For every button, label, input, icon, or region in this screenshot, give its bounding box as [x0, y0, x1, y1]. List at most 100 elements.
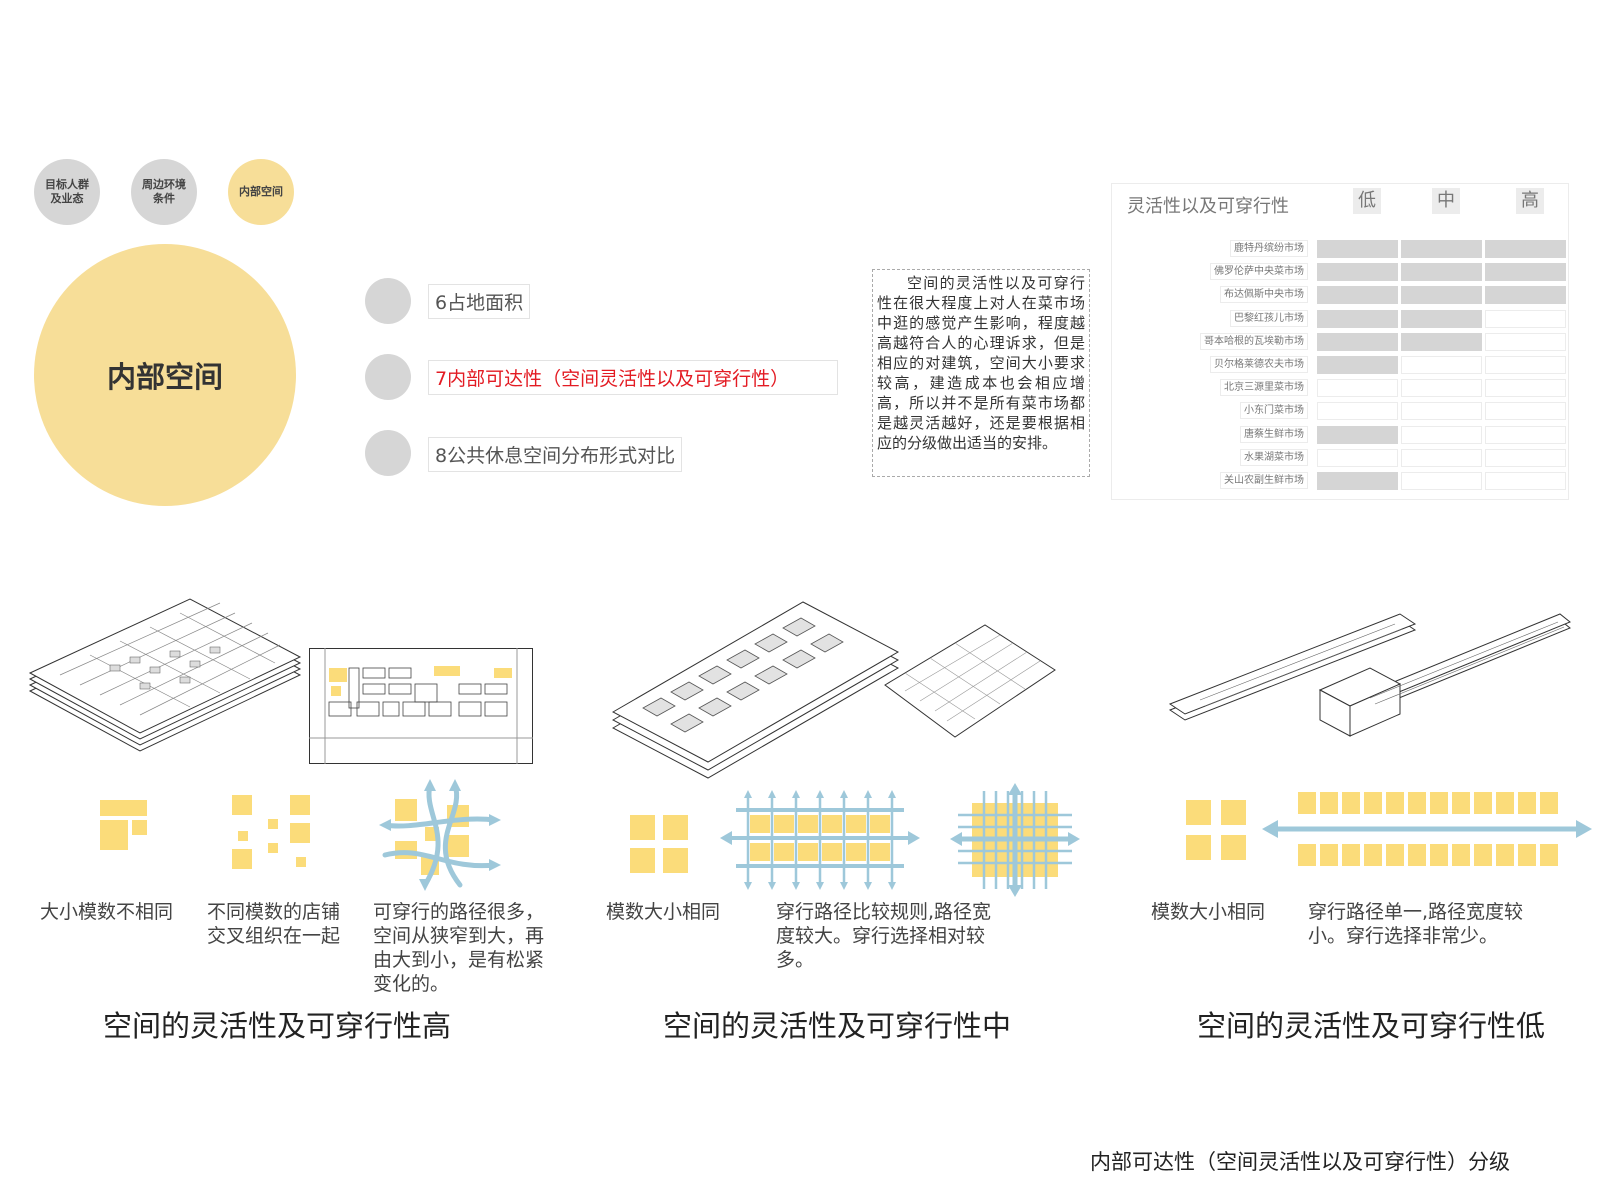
main-title-circle: 内部空间: [34, 244, 296, 506]
rating-table: 灵活性以及可穿行性 低 中 高 鹿特丹缤纷市场佛罗伦萨中央菜市场布达佩斯中央市场…: [1111, 183, 1569, 500]
isometric-plan-mid: [884, 624, 1056, 738]
item-public-rest-space[interactable]: 8公共休息空间分布形式对比: [428, 437, 683, 472]
isometric-building-mid: [611, 601, 900, 779]
market-name: 北京三源里菜市场: [1220, 379, 1308, 397]
market-name: 布达佩斯中央市场: [1220, 286, 1308, 304]
linear-path-low: [1262, 792, 1592, 866]
nav-target-group-label: 目标人群及业态: [45, 178, 89, 205]
item-bullet-8: [365, 430, 411, 476]
rating-cell: [1485, 448, 1566, 467]
rating-cell: [1485, 425, 1566, 444]
market-name: 哥本哈根的瓦埃勒市场: [1200, 332, 1308, 350]
nav-interior-space-label: 内部空间: [239, 185, 283, 198]
rating-table-header: 灵活性以及可穿行性: [1127, 196, 1289, 217]
nav-surroundings-label: 周边环境条件: [142, 178, 186, 205]
rating-level-high: 高: [1516, 188, 1544, 214]
market-name: 水果湖菜市场: [1240, 448, 1308, 466]
section-title-high: 空间的灵活性及可穿行性高: [103, 1009, 452, 1043]
market-row: 关山农副生鲜市场: [1112, 472, 1568, 492]
market-name: 小东门菜市场: [1240, 402, 1308, 420]
module-diagram-varied-size: [100, 800, 147, 850]
isometric-building-high: [28, 598, 302, 752]
caption-low-2: 穿行路径单一,路径宽度较小。穿行选择非常少。: [1308, 901, 1524, 947]
description-box: 空间的灵活性以及可穿行性在很大程度上对人在菜市场中逛的感觉产生影响，程度越高越符…: [872, 269, 1090, 477]
item-bullet-7: [365, 354, 411, 400]
market-row: 巴黎红孩儿市场: [1112, 309, 1568, 330]
rating-cell: [1485, 402, 1566, 421]
rating-cell: [1317, 263, 1398, 282]
item-internal-accessibility[interactable]: 7内部可达性（空间灵活性以及可穿行性）: [428, 360, 838, 395]
market-name: 鹿特丹缤纷市场: [1230, 240, 1308, 257]
floor-plan-high: [309, 648, 533, 764]
rating-cell: [1401, 332, 1482, 351]
module-diagram-uniform-low: [1186, 800, 1246, 860]
grid-paths-mid: [720, 790, 920, 890]
item-land-area[interactable]: 6占地面积: [428, 284, 531, 319]
market-row: 唐蔡生鲜市场: [1112, 425, 1568, 446]
caption-high-2: 不同模数的店铺交叉组织在一起: [207, 901, 341, 947]
rating-cell: [1317, 332, 1398, 351]
market-name: 唐蔡生鲜市场: [1240, 425, 1308, 443]
market-row: 贝尔格莱德农夫市场: [1112, 356, 1568, 376]
rating-level-low: 低: [1353, 188, 1381, 214]
rating-cell: [1317, 240, 1398, 258]
rating-cell: [1485, 379, 1566, 398]
market-row: 北京三源里菜市场: [1112, 379, 1568, 399]
market-row: 布达佩斯中央市场: [1112, 286, 1568, 306]
market-row: 佛罗伦萨中央菜市场: [1112, 263, 1568, 283]
rating-cell: [1317, 309, 1398, 328]
market-row: 鹿特丹缤纷市场: [1112, 240, 1568, 260]
rating-cell: [1317, 379, 1398, 398]
section-title-low: 空间的灵活性及可穿行性低: [1197, 1009, 1546, 1043]
market-name: 巴黎红孩儿市场: [1230, 309, 1308, 327]
rating-cell: [1401, 240, 1482, 258]
market-row: 哥本哈根的瓦埃勒市场: [1112, 332, 1568, 353]
rating-cell: [1317, 425, 1398, 444]
caption-high-3: 可穿行的路径很多，空间从狭窄到大，再由大到小，是有松紧变化的。: [373, 901, 545, 995]
rating-level-mid: 中: [1432, 188, 1460, 214]
item-bullet-6: [365, 278, 411, 324]
rating-cell: [1317, 356, 1398, 374]
rating-cell: [1401, 402, 1482, 421]
rating-cell: [1401, 286, 1482, 305]
rating-cell: [1317, 448, 1398, 467]
caption-mid-2: 穿行路径比较规则,路径宽度较大。穿行选择相对较多。: [776, 901, 992, 971]
nav-target-group[interactable]: 目标人群及业态: [34, 159, 100, 225]
rating-cell: [1401, 379, 1482, 398]
rating-cell: [1317, 286, 1398, 305]
rating-cell: [1485, 263, 1566, 282]
market-name: 佛罗伦萨中央菜市场: [1210, 263, 1308, 281]
caption-mid-1: 模数大小相同: [606, 901, 721, 923]
rating-cell: [1317, 402, 1398, 421]
market-row: 水果湖菜市场: [1112, 448, 1568, 469]
nav-surroundings[interactable]: 周边环境条件: [131, 159, 197, 225]
module-diagram-paths: [379, 779, 501, 891]
caption-high-1: 大小模数不相同: [40, 901, 174, 923]
rating-cell: [1401, 472, 1482, 490]
market-row: 小东门菜市场: [1112, 402, 1568, 422]
rating-cell: [1485, 240, 1566, 258]
rating-cell: [1401, 448, 1482, 467]
rating-cell: [1485, 356, 1566, 374]
module-diagram-uniform-mid: [630, 815, 688, 873]
caption-low-1: 模数大小相同: [1151, 901, 1266, 923]
rating-cell: [1485, 472, 1566, 490]
nav-interior-space[interactable]: 内部空间: [228, 159, 294, 225]
rating-cell: [1401, 263, 1482, 282]
market-name: 贝尔格莱德农夫市场: [1210, 356, 1308, 373]
rating-cell: [1485, 309, 1566, 328]
description-text: 空间的灵活性以及可穿行性在很大程度上对人在菜市场中逛的感觉产生影响，程度越高越符…: [877, 274, 1085, 452]
main-title: 内部空间: [106, 360, 223, 394]
rating-cell: [1485, 332, 1566, 351]
footer-title: 内部可达性（空间灵活性以及可穿行性）分级: [1090, 1150, 1510, 1174]
rating-cell: [1485, 286, 1566, 305]
rating-cell: [1317, 472, 1398, 490]
rating-cell: [1401, 356, 1482, 374]
section-title-mid: 空间的灵活性及可穿行性中: [663, 1009, 1012, 1043]
grid-paths-dense-mid: [950, 783, 1080, 897]
rating-cell: [1401, 309, 1482, 328]
isometric-building-low: [1168, 613, 1571, 737]
module-diagram-mixed: [232, 795, 310, 869]
rating-cell: [1401, 425, 1482, 444]
market-name: 关山农副生鲜市场: [1220, 472, 1308, 489]
